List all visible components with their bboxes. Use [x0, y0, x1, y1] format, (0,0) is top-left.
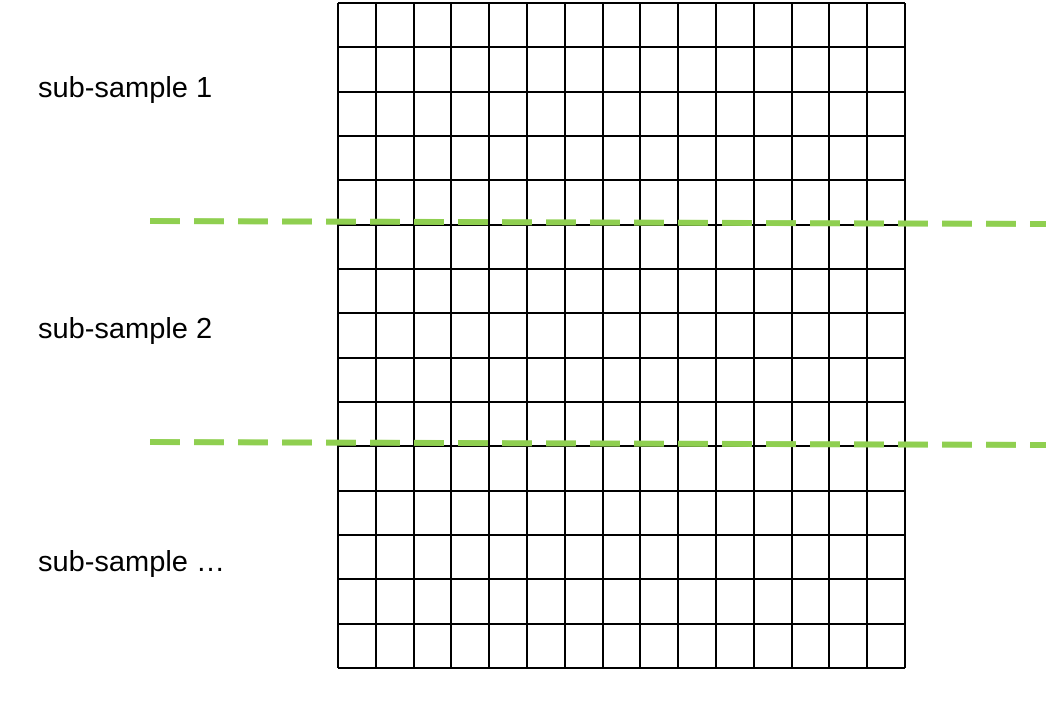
subsample-more-label: sub-sample … — [38, 546, 225, 578]
subsample-divider-1 — [149, 218, 1047, 227]
subsample-divider-2 — [149, 439, 1047, 448]
grid-lines — [337, 2, 906, 669]
subsample-2-label: sub-sample 2 — [38, 313, 213, 345]
subsample-1-label: sub-sample 1 — [38, 72, 213, 104]
divider-lines — [149, 218, 1047, 448]
